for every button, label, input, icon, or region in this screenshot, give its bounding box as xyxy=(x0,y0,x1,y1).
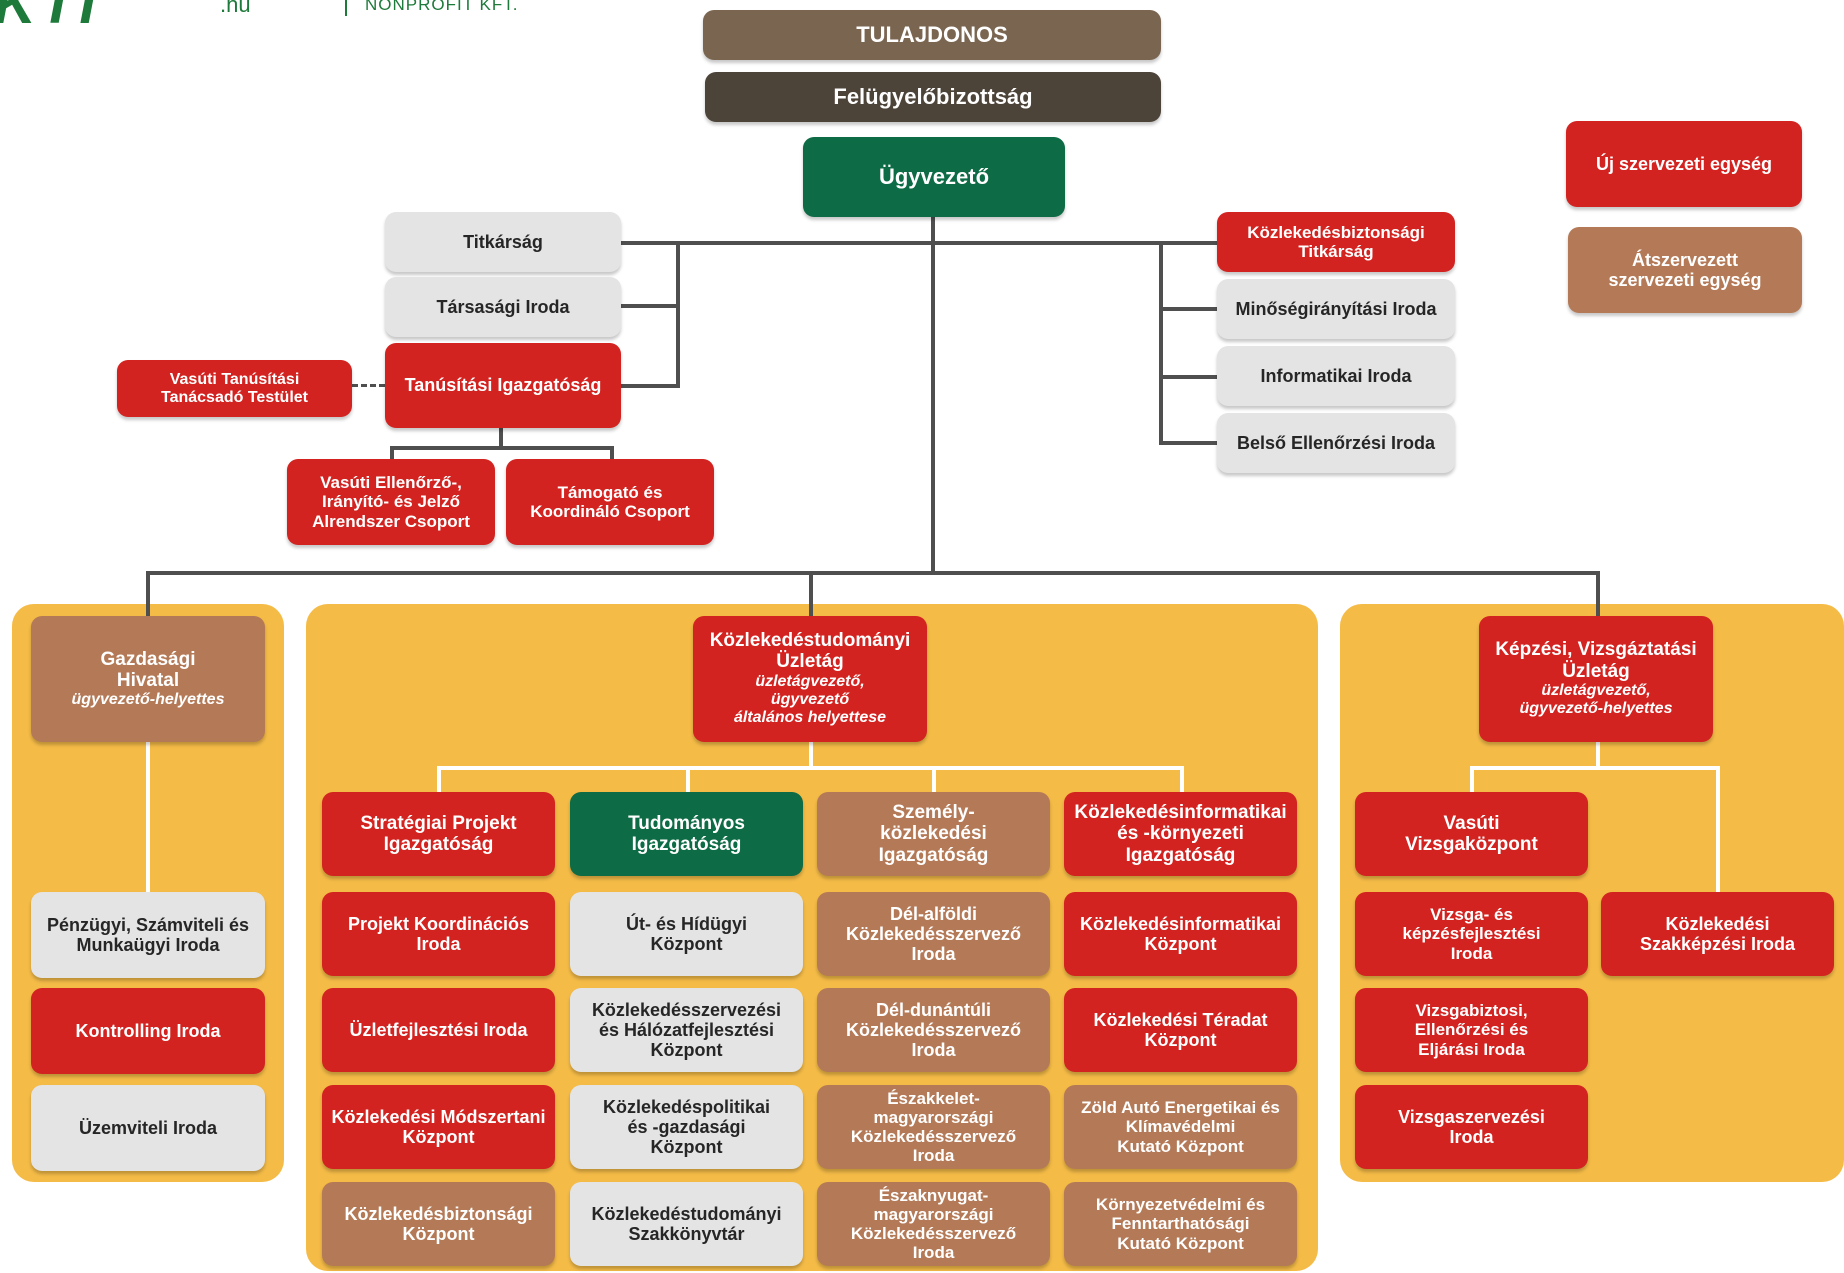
line-branch-science xyxy=(809,571,813,616)
line-bottom-branch xyxy=(146,571,1599,575)
line-right-staff-bracket xyxy=(1159,241,1163,444)
owner-box: TULAJDONOS xyxy=(703,10,1161,60)
certification-directorate-box: Tanúsítási Igazgatóság xyxy=(385,343,621,428)
line-advisory-dashed xyxy=(352,384,385,387)
line-left-staff-main xyxy=(619,241,933,245)
line-left-staff-bracket xyxy=(676,241,680,388)
line-top-spine xyxy=(931,210,935,573)
line-training-branch xyxy=(1470,766,1720,770)
line-cert-groups xyxy=(390,446,614,450)
line-cert-group-right xyxy=(610,446,614,461)
internal-audit-box: Belső Ellenőrzési Iroda xyxy=(1217,413,1455,473)
logo-domain: .hu xyxy=(220,0,251,17)
quality-office-box: Minőségirányítási Iroda xyxy=(1217,279,1455,339)
it-office-box: Informatikai Iroda xyxy=(1217,346,1455,406)
line-science-col4 xyxy=(1180,766,1184,794)
line-right-staff-main xyxy=(931,241,1217,245)
line-left-staff-bottom xyxy=(619,384,680,388)
line-econ-down xyxy=(146,742,150,892)
line-right-staff-2 xyxy=(1159,307,1217,311)
line-cert-down xyxy=(499,428,503,448)
secretariat-box: Titkárság xyxy=(385,212,621,272)
logo-tagline: NONPROFIT KFT. xyxy=(365,0,519,14)
logo-divider xyxy=(345,0,347,16)
line-branch-econ xyxy=(146,571,150,616)
line-training-left xyxy=(1470,766,1474,794)
controlling-office-box: Kontrolling Iroda xyxy=(31,988,265,1074)
line-right-staff-4 xyxy=(1159,441,1217,445)
kti-logo: KTI xyxy=(0,0,100,36)
line-science-down xyxy=(809,741,813,768)
line-science-col1 xyxy=(437,766,441,794)
operations-office-box: Üzemviteli Iroda xyxy=(31,1085,265,1171)
legend-new-unit: Új szervezeti egység xyxy=(1566,121,1802,207)
line-science-col2 xyxy=(686,766,690,794)
line-left-staff-mid xyxy=(619,304,680,308)
business-development-office: Üzletfejlesztési Iroda xyxy=(322,988,555,1072)
line-science-col3 xyxy=(932,766,936,794)
line-right-staff-3 xyxy=(1159,375,1217,379)
line-cert-group-left xyxy=(390,446,394,461)
ceo-box: Ügyvezető xyxy=(803,137,1065,217)
supervisory-board-box: Felügyelőbizottság xyxy=(705,72,1161,122)
corporate-office-box: Társasági Iroda xyxy=(385,277,621,337)
line-science-branch xyxy=(437,766,1184,770)
line-training-right xyxy=(1716,766,1720,894)
line-branch-training xyxy=(1596,571,1600,616)
line-training-down xyxy=(1596,742,1600,768)
